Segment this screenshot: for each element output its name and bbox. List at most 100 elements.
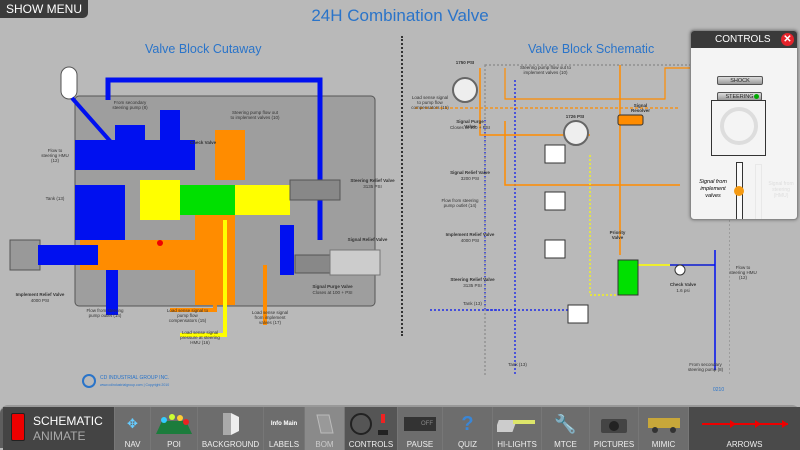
controls-button[interactable]: CONTROLS	[345, 407, 398, 450]
steering-wheel-icon[interactable]	[720, 107, 758, 145]
supply-return-line	[105, 77, 323, 240]
signal-chamber	[140, 180, 180, 220]
shock-button[interactable]: SHOCK	[717, 76, 763, 85]
check-valve-spring	[160, 110, 180, 160]
label: Signal Resolver	[630, 103, 650, 113]
poi-button[interactable]: POI	[151, 407, 198, 450]
label: Implement Relief Valve	[15, 292, 65, 297]
flow-marker	[157, 240, 163, 246]
schematic-diagram	[415, 64, 730, 375]
label: Check Valve	[189, 140, 217, 145]
signal-relief-symbol	[544, 191, 566, 211]
close-icon[interactable]: ✕	[781, 33, 794, 46]
signal-resolver-symbol	[617, 114, 644, 126]
company-sub: www.cdindustrialgroup.com | Copyright 20…	[100, 383, 170, 387]
label: Signal Purge Valve	[312, 284, 353, 289]
arrows-label: ARROWS	[726, 440, 763, 449]
page-code: 0210	[713, 387, 725, 393]
label: Signal Relief Valve	[450, 170, 490, 175]
label: Steering Relief Valve	[450, 277, 495, 282]
reservoir-icon	[60, 66, 78, 100]
label: Load sense signal to pump flow compensat…	[411, 95, 449, 110]
quiz-button[interactable]: ?QUIZ	[443, 407, 493, 450]
nav-label: NAV	[124, 440, 141, 449]
schematic-animate-toggle[interactable]: SCHEMATIC ANIMATE	[3, 407, 115, 450]
hilights-button[interactable]: HI-LIGHTS	[493, 407, 542, 450]
pause-switch-icon: OFF	[398, 411, 442, 437]
nav-icon: ✥	[127, 416, 138, 431]
gauge-1750-icon	[452, 77, 478, 103]
label: Signal Relief Valve	[347, 237, 388, 242]
label: From secondary steering pump (8)	[687, 362, 724, 372]
slider-knob[interactable]	[734, 185, 744, 196]
signal-purge-symbol	[544, 144, 566, 164]
cutaway-diagram	[9, 66, 381, 337]
camera-icon	[590, 411, 638, 437]
implement-line	[479, 68, 590, 136]
label: Tank (13)	[463, 301, 482, 306]
controls-panel: CONTROLS ✕ SHOCK STEERING Signal from im…	[690, 30, 798, 220]
toggle-switch-icon[interactable]	[11, 413, 25, 441]
animate-label: ANIMATE	[33, 429, 86, 443]
show-menu-button[interactable]: SHOW MENU	[0, 0, 88, 18]
wrench-icon: 🔧	[554, 413, 577, 434]
mimic-label: MIMIC	[651, 440, 676, 449]
label: Load sense signal from implement valves …	[251, 310, 289, 325]
bom-label: BOM	[315, 440, 334, 449]
controls-icon	[345, 411, 397, 437]
bom-button[interactable]: BOM	[305, 407, 345, 450]
labels-label: LABELS	[268, 440, 300, 449]
nav-button[interactable]: ✥ NAV	[115, 407, 151, 450]
pictures-button[interactable]: PICTURES	[590, 407, 639, 450]
label: Tank (13)	[45, 196, 65, 201]
bottom-toolbar: SCHEMATIC ANIMATE ✥ NAV POI BACKGROUND In…	[0, 405, 800, 450]
label: Closes at 100 + PSI	[450, 125, 490, 130]
steering-signal-slider-disabled	[755, 164, 762, 219]
label: 1.6 psi	[676, 288, 690, 293]
label: Load sense signal to pump flow compensat…	[166, 308, 209, 323]
arrows-button[interactable]: ARROWS	[689, 407, 800, 450]
label: Flow from steering pump outlet (14)	[441, 198, 479, 208]
gauge-value: 1750 PSI	[455, 60, 475, 65]
mimic-button[interactable]: MIMIC	[639, 407, 689, 450]
pictures-label: PICTURES	[593, 440, 635, 449]
comp-signal-line	[170, 220, 217, 312]
label: Implement Relief Valve	[445, 232, 495, 237]
gauge-value: 1726 PSI	[565, 114, 585, 119]
label: Flow to steering HMU (12)	[729, 265, 757, 280]
slider2-label: Signal from steering (HMU)	[768, 181, 794, 199]
implement-signal-slider[interactable]	[734, 162, 744, 219]
panel-divider	[401, 36, 403, 336]
label: From secondary steering pump (8)	[112, 100, 148, 110]
steering-wheel-box[interactable]	[711, 100, 766, 156]
background-button[interactable]: BACKGROUND	[198, 407, 264, 450]
label: Closes at 100 + PSI	[312, 290, 353, 295]
label: Check Valve	[669, 282, 697, 287]
check-valve-symbol	[674, 264, 686, 276]
pump-out-line	[504, 67, 690, 100]
label: 4000 PSI	[460, 238, 480, 243]
poi-icon	[151, 411, 197, 437]
question-icon: ?	[461, 412, 474, 435]
steering-relief-symbol	[567, 304, 589, 324]
cutaway-title: Valve Block Cutaway	[145, 42, 262, 56]
label: 3200 PSI	[460, 176, 480, 181]
pause-label: PAUSE	[406, 440, 434, 449]
label: Flow from steering pump outlet (14)	[86, 308, 124, 318]
poi-label: POI	[167, 440, 181, 449]
signal-relief-valve	[329, 249, 381, 276]
label: Load sense signal pressure at steering H…	[180, 330, 220, 345]
bom-icon	[305, 411, 344, 437]
truck-icon	[639, 411, 688, 437]
pump-out-passage	[215, 130, 245, 180]
mtce-button[interactable]: 🔧MTCE	[542, 407, 590, 450]
labels-icon: Info Main	[270, 421, 298, 427]
highlighter-icon	[493, 411, 541, 437]
label: Flow to steering HMU (12)	[41, 148, 69, 163]
pause-button[interactable]: OFF PAUSE	[398, 407, 443, 450]
company-name: CD INDUSTRIAL GROUP INC.	[100, 375, 170, 381]
controls-title: CONTROLS	[691, 31, 797, 48]
arrows-icon	[689, 411, 800, 437]
implement-relief-spring	[38, 245, 98, 265]
